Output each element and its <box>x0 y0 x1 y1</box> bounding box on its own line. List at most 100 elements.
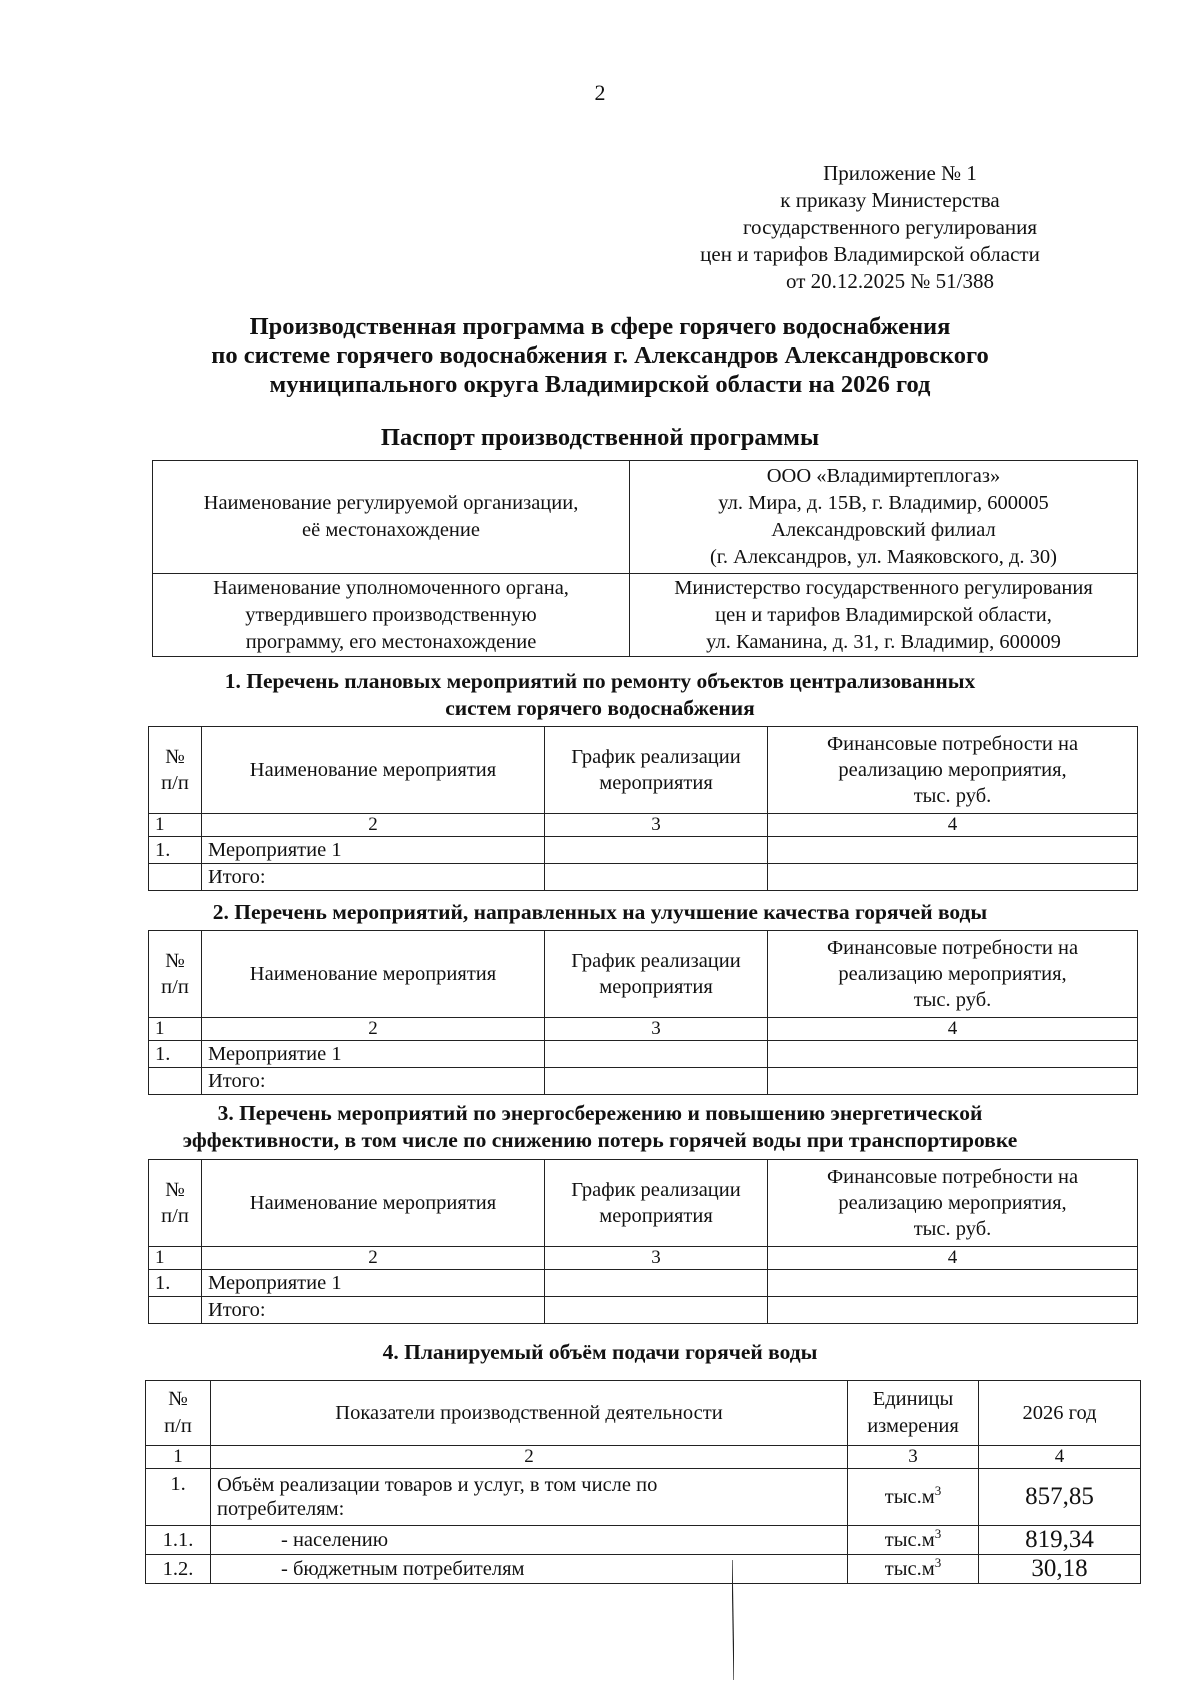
row-finance <box>767 1040 1138 1068</box>
passport-value: ООО «Владимиртеплогаз» ул. Мира, д. 15В,… <box>629 460 1138 574</box>
row-number <box>148 1296 202 1324</box>
header-name: Наименование мероприятия <box>201 1159 545 1247</box>
row-indicator: - населению <box>210 1525 848 1555</box>
index-cell: 4 <box>978 1445 1141 1469</box>
row-name: Мероприятие 1 <box>201 1040 545 1068</box>
appendix-line: цен и тарифов Владимирской области <box>700 242 1040 266</box>
index-cell: 2 <box>201 1246 545 1270</box>
passport-label: Наименование уполномоченного органа, утв… <box>152 573 630 657</box>
row-value: 30,18 <box>978 1554 1141 1584</box>
row-schedule <box>544 1296 768 1324</box>
table-row: 1. Мероприятие 1 <box>148 836 1138 864</box>
row-schedule <box>544 1040 768 1068</box>
header-finance: Финансовые потребности на реализацию мер… <box>767 930 1138 1018</box>
passport-value-line: Александровский филиал <box>771 519 996 541</box>
section-title-line: 2. Перечень мероприятий, направленных на… <box>212 900 988 924</box>
header-text: № <box>168 1388 188 1410</box>
appendix-line: Приложение № 1 <box>823 161 977 185</box>
section-title-line: эффективности, в том числе по снижению п… <box>182 1128 1018 1152</box>
unit-text: тыс.м <box>884 1529 935 1551</box>
section-4-table: № п/п Показатели производственной деятел… <box>145 1380 1141 1584</box>
row-schedule <box>544 1067 768 1095</box>
column-index-row: 1 2 3 4 <box>148 1017 1138 1041</box>
header-text: мероприятия <box>599 772 713 794</box>
row-number: 1.2. <box>145 1554 211 1584</box>
row-name: Мероприятие 1 <box>201 836 545 864</box>
table-row: 1.1. - населению тыс.м3 819,34 <box>145 1525 1141 1555</box>
header-text: Финансовые потребности на <box>826 937 1079 959</box>
header-text: График реализации <box>571 1179 741 1201</box>
passport-value: Министерство государственного регулирова… <box>629 573 1138 657</box>
row-indicator-line: Объём реализации товаров и услуг, в том … <box>217 1474 658 1496</box>
section-3-table: № п/п Наименование мероприятия График ре… <box>148 1159 1138 1324</box>
passport-value-line: ООО «Владимиртеплогаз» <box>766 465 1001 487</box>
header-text: Финансовые потребности на <box>826 733 1079 755</box>
total-row: Итого: <box>148 1067 1138 1095</box>
appendix-block: Приложение № 1 к приказу Министерства го… <box>600 160 1140 295</box>
header-text: № <box>165 950 185 972</box>
index-cell: 2 <box>201 1017 545 1041</box>
section-2-table: № п/п Наименование мероприятия График ре… <box>148 930 1138 1095</box>
passport-row: Наименование регулируемой организации, е… <box>152 460 1138 574</box>
index-cell: 2 <box>210 1445 848 1469</box>
unit-text: тыс.м <box>884 1558 935 1580</box>
header-text: тыс. руб. <box>913 1218 992 1240</box>
header-text: реализацию мероприятия, <box>838 1192 1067 1214</box>
row-indicator-line: потребителям: <box>217 1498 345 1520</box>
passport-table: Наименование регулируемой организации, е… <box>152 460 1138 657</box>
row-number <box>148 863 202 891</box>
document-title: Производственная программа в сфере горяч… <box>0 312 1200 399</box>
row-number: 1. <box>148 1040 202 1068</box>
header-text: мероприятия <box>599 1205 713 1227</box>
table-header-row: № п/п Наименование мероприятия График ре… <box>148 726 1138 814</box>
header-text: Финансовые потребности на <box>826 1166 1079 1188</box>
table-row: 1. Мероприятие 1 <box>148 1269 1138 1297</box>
appendix-line: государственного регулирования <box>742 215 1038 239</box>
row-number: 1. <box>145 1468 211 1526</box>
row-indicator: Объём реализации товаров и услуг, в том … <box>210 1468 848 1526</box>
table-row: 1. Мероприятие 1 <box>148 1040 1138 1068</box>
header-text: п/п <box>164 1415 192 1437</box>
appendix-line: от 20.12.2025 № 51/388 <box>785 269 995 293</box>
index-cell: 1 <box>148 1017 202 1041</box>
header-text: График реализации <box>571 950 741 972</box>
section-4-title: 4. Планируемый объём подачи горячей воды <box>382 1340 818 1364</box>
row-number <box>148 1067 202 1095</box>
title-line: Производственная программа в сфере горяч… <box>249 313 951 340</box>
row-number: 1. <box>148 836 202 864</box>
header-schedule: График реализации мероприятия <box>544 930 768 1018</box>
passport-label-line: её местонахождение <box>302 519 480 541</box>
header-text: График реализации <box>571 746 741 768</box>
pen-stroke <box>732 1560 734 1680</box>
passport-value-line: (г. Александров, ул. Маяковского, д. 30) <box>709 546 1058 568</box>
table-header-row: № п/п Показатели производственной деятел… <box>145 1380 1141 1446</box>
header-text: мероприятия <box>599 976 713 998</box>
header-text: Единицы <box>872 1388 954 1410</box>
unit-text: тыс.м <box>884 1486 935 1508</box>
header-text: № <box>165 1179 185 1201</box>
total-label: Итого: <box>201 1296 545 1324</box>
passport-label-line: утвердившего производственную <box>245 603 537 626</box>
row-schedule <box>544 1269 768 1297</box>
header-number: № п/п <box>145 1380 211 1446</box>
unit-superscript: 3 <box>934 1555 942 1571</box>
row-unit: тыс.м3 <box>847 1525 979 1555</box>
row-name: Мероприятие 1 <box>201 1269 545 1297</box>
title-line: муниципального округа Владимирской облас… <box>269 371 931 398</box>
header-number: № п/п <box>148 726 202 814</box>
passport-label: Наименование регулируемой организации, е… <box>152 460 630 574</box>
total-row: Итого: <box>148 863 1138 891</box>
row-unit: тыс.м3 <box>847 1554 979 1584</box>
section-title-line: систем горячего водоснабжения <box>445 696 755 720</box>
header-number: № п/п <box>148 930 202 1018</box>
index-cell: 3 <box>847 1445 979 1469</box>
header-text: тыс. руб. <box>913 989 992 1011</box>
row-number: 1.1. <box>145 1525 211 1555</box>
section-1-table: № п/п Наименование мероприятия График ре… <box>148 726 1138 891</box>
header-text: реализацию мероприятия, <box>838 963 1067 985</box>
header-text: п/п <box>161 1205 189 1227</box>
header-text: измерения <box>867 1415 959 1437</box>
section-3-title: 3. Перечень мероприятий по энергосбереже… <box>0 1100 1200 1154</box>
passport-label-line: Наименование регулируемой организации, <box>203 492 579 514</box>
unit-superscript: 3 <box>934 1483 942 1499</box>
